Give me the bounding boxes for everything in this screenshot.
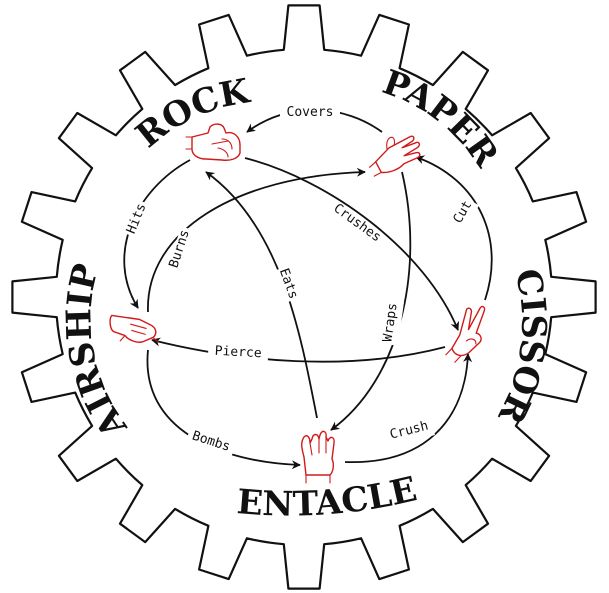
edge-label-wraps: Wraps — [380, 302, 400, 343]
edge-arrow-crush — [344, 353, 473, 463]
gear-outline — [11, 4, 597, 590]
edge-arrow-burns — [147, 167, 366, 313]
hand-icons — [109, 123, 486, 484]
edge-label-covers: Covers — [287, 105, 334, 120]
edge-arrow-cut — [415, 155, 493, 301]
edge-arrow-pierce — [151, 337, 446, 363]
edge-label-pierce: Pierce — [214, 344, 262, 361]
v-sign-hand-icon — [445, 305, 486, 363]
pointing-hand-icon — [109, 314, 159, 343]
flat-hand-icon — [369, 135, 421, 177]
fist-hand-icon — [185, 123, 241, 161]
edge-arrow-crushes — [244, 157, 460, 331]
wiggling-fingers-hand-icon — [301, 430, 335, 484]
